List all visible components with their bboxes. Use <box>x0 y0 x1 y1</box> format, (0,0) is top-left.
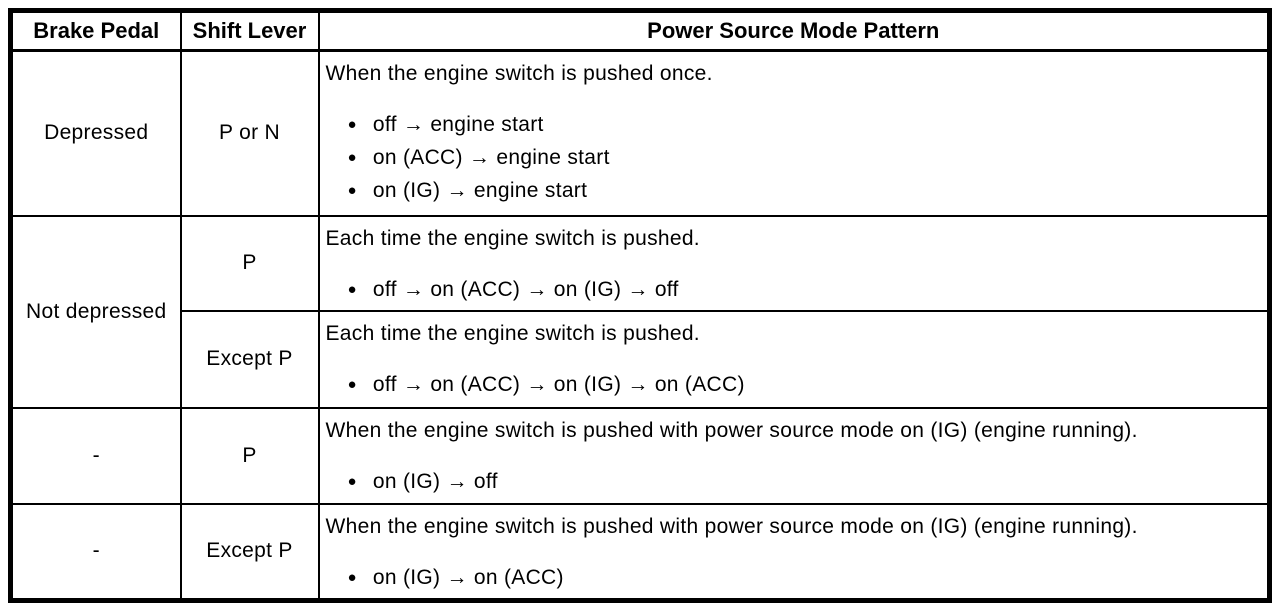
cell-pattern: When the engine switch is pushed once. ●… <box>317 49 1271 217</box>
pattern-bullet-text: on (ACC) → engine start <box>372 146 610 169</box>
power-source-mode-table: Brake Pedal Shift Lever Power Source Mod… <box>8 8 1272 603</box>
pattern-bullet-text: off → on (ACC) → on (IG) → on (ACC) <box>372 372 745 396</box>
pattern-bullet: ● off → on (ACC) → on (IG) → off <box>348 273 1260 306</box>
header-shift-lever: Shift Lever <box>179 9 320 52</box>
cell-pattern: Each time the engine switch is pushed. ●… <box>317 309 1271 409</box>
pattern-bullet-text: on (IG) → on (ACC) <box>372 565 564 589</box>
pattern-bullet: ● on (IG) → on (ACC) <box>348 561 1260 594</box>
table-row: Depressed P or N When the engine switch … <box>9 49 1271 217</box>
pattern-bullet-text: on (IG) → off <box>372 469 498 493</box>
cell-pattern: When the engine switch is pushed with po… <box>317 406 1271 505</box>
table-row: Except P Each time the engine switch is … <box>11 309 1271 409</box>
cell-shift-lever: Except P <box>179 309 320 409</box>
bullet-icon: ● <box>347 568 357 586</box>
cell-brake-pedal: - <box>9 502 182 601</box>
pattern-bullet: ● on (IG) → off <box>348 465 1260 498</box>
header-row: Brake Pedal Shift Lever Power Source Mod… <box>9 9 1271 52</box>
pattern-bullet-text: off → engine start <box>372 113 544 136</box>
pattern-intro: When the engine switch is pushed with po… <box>325 514 1138 538</box>
bullet-icon: ● <box>347 375 357 393</box>
cell-pattern: Each time the engine switch is pushed. ●… <box>317 214 1271 312</box>
pattern-bullet: ● on (ACC) → engine start <box>348 141 1260 174</box>
pattern-bullet: ● off → engine start <box>348 108 1260 141</box>
table-row: - P When the engine switch is pushed wit… <box>9 406 1271 505</box>
document-page: Brake Pedal Shift Lever Power Source Mod… <box>8 8 1272 603</box>
pattern-intro: When the engine switch is pushed once. <box>325 62 713 85</box>
bullet-icon: ● <box>347 116 357 133</box>
pattern-intro: Each time the engine switch is pushed. <box>325 321 700 345</box>
pattern-bullet-list: ● off → on (ACC) → on (IG) → on (ACC) <box>326 368 1260 401</box>
pattern-bullet-text: on (IG) → engine start <box>372 179 588 202</box>
bullet-icon: ● <box>347 472 357 490</box>
table-row: - Except P When the engine switch is pus… <box>9 502 1271 601</box>
cell-shift-lever: P or N <box>179 49 320 217</box>
cell-shift-lever: P <box>179 406 320 505</box>
cell-brake-pedal: - <box>9 406 182 505</box>
bullet-icon: ● <box>347 182 357 199</box>
pattern-bullet-list: ● on (IG) → on (ACC) <box>326 561 1260 594</box>
header-power-source-mode-pattern: Power Source Mode Pattern <box>317 9 1271 52</box>
pattern-intro: Each time the engine switch is pushed. <box>325 226 700 250</box>
pattern-bullet-list: ● off → on (ACC) → on (IG) → off <box>326 273 1260 306</box>
bullet-icon: ● <box>347 280 357 298</box>
cell-shift-lever: Except P <box>179 502 320 601</box>
pattern-bullet-list: ● on (IG) → off <box>326 465 1260 498</box>
bullet-icon: ● <box>347 149 357 166</box>
pattern-bullet: ● off → on (ACC) → on (IG) → on (ACC) <box>348 368 1260 401</box>
cell-pattern: When the engine switch is pushed with po… <box>317 502 1271 601</box>
pattern-bullet-text: off → on (ACC) → on (IG) → off <box>372 277 679 301</box>
pattern-bullet: ● on (IG) → engine start <box>348 174 1260 207</box>
cell-brake-pedal: Not depressed <box>9 214 182 409</box>
table-row: Not depressed P Each time the engine swi… <box>9 214 1271 409</box>
pattern-intro: When the engine switch is pushed with po… <box>325 418 1138 442</box>
header-brake-pedal: Brake Pedal <box>9 9 182 52</box>
pattern-bullet-list: ● off → engine start ● on (ACC) → engine s… <box>326 108 1260 207</box>
cell-brake-pedal: Depressed <box>9 49 182 217</box>
cell-shift-lever: P <box>179 214 320 312</box>
